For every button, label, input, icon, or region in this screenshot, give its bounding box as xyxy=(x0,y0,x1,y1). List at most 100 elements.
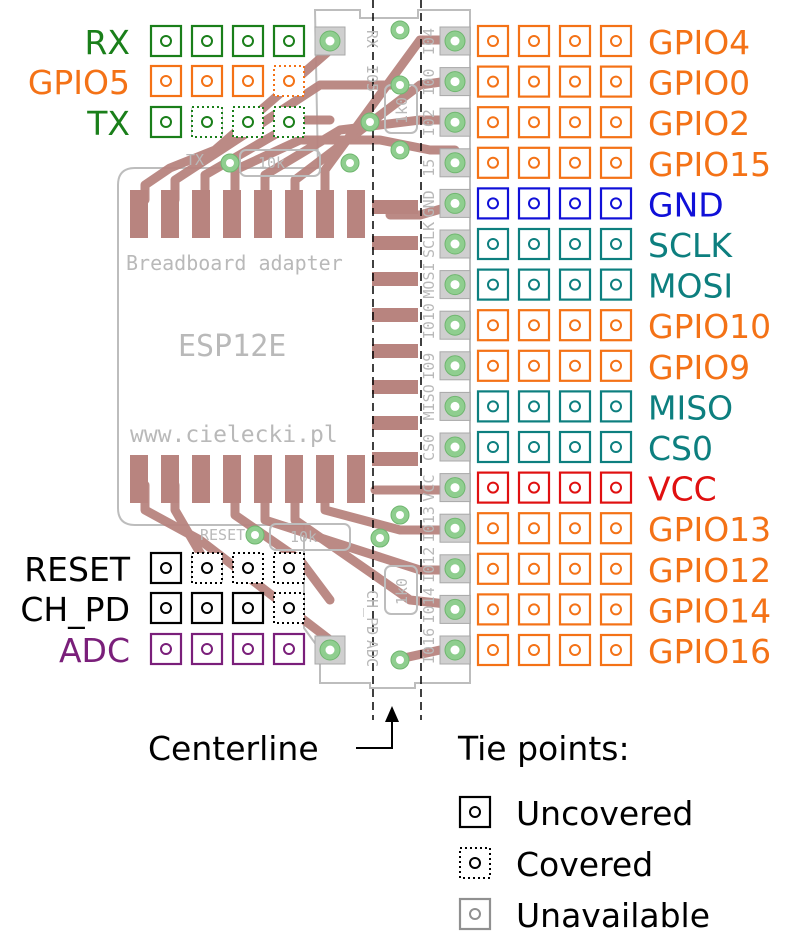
pin-silk-label: I010 xyxy=(420,303,438,339)
module-pad xyxy=(372,308,418,322)
tie-point xyxy=(191,106,223,138)
header-pin xyxy=(439,188,471,218)
pin-silk-label: I04 xyxy=(420,28,438,55)
pin-label: GPIO5 xyxy=(28,63,130,102)
tie-point xyxy=(599,106,633,139)
tie-point xyxy=(599,471,633,504)
right-header-pins xyxy=(439,26,471,665)
tie-point xyxy=(476,268,510,301)
silk-adc: ADC xyxy=(363,640,381,667)
tie-point xyxy=(599,552,633,585)
resistor-bottom-1 xyxy=(269,523,351,551)
trace xyxy=(200,115,335,205)
tie-point xyxy=(272,24,306,58)
tie-point xyxy=(558,390,592,423)
tie-point xyxy=(476,65,510,98)
pin-silk-label: MISO xyxy=(420,384,438,420)
via xyxy=(370,528,390,548)
tie-point xyxy=(231,591,265,625)
tie-point xyxy=(476,106,510,139)
pin-silk-label: I012 xyxy=(420,547,438,583)
pin-silk-label: I02 xyxy=(420,109,438,136)
header-pin xyxy=(439,351,471,381)
pin-silk-label: I09 xyxy=(420,353,438,380)
tie-point xyxy=(232,552,264,584)
module-pad xyxy=(192,455,210,503)
tie-point xyxy=(476,309,510,342)
header-pin xyxy=(439,148,471,178)
pin-silk-label: SCLK xyxy=(420,222,438,258)
tie-point xyxy=(273,65,305,97)
tie-point xyxy=(273,552,305,584)
pin-silk-label: CS0 xyxy=(420,434,438,461)
tie-point xyxy=(599,24,633,58)
right-pin-labels: GPIO4GPIO0GPIO2GPIO15GNDSCLKMOSIGPIO10GP… xyxy=(648,23,771,671)
tie-point xyxy=(458,795,492,829)
tie-point xyxy=(476,430,510,464)
tie-point xyxy=(599,390,633,423)
tie-point xyxy=(476,593,510,626)
tie-point xyxy=(273,106,305,138)
tie-point xyxy=(517,552,551,585)
via xyxy=(390,505,410,525)
tie-point xyxy=(558,552,592,585)
pin-label: GPIO14 xyxy=(648,591,771,630)
legend-item-label: Uncovered xyxy=(516,794,693,833)
tie-point xyxy=(517,24,551,58)
trace xyxy=(290,480,460,610)
pin-label: SCLK xyxy=(648,226,733,265)
tie-point xyxy=(599,268,633,301)
silk-chpd: CH_PD xyxy=(363,590,381,635)
trace xyxy=(230,480,335,605)
via xyxy=(390,75,410,95)
tie-point xyxy=(517,593,551,626)
tie-point xyxy=(599,187,633,220)
centerline-arrow xyxy=(356,710,393,749)
via xyxy=(390,650,410,670)
via xyxy=(220,153,240,173)
tie-point xyxy=(599,633,633,667)
silk-rx: RX xyxy=(363,30,381,48)
header-pin xyxy=(314,635,346,665)
tie-point xyxy=(517,430,551,464)
tie-point xyxy=(476,552,510,585)
via xyxy=(390,20,410,40)
tie-point xyxy=(149,64,183,98)
tie-point xyxy=(517,512,551,545)
silk-tx: TX xyxy=(186,151,204,169)
pin-silk-label: GND xyxy=(420,190,438,217)
resistor-label: 1k0 xyxy=(393,578,411,605)
vias xyxy=(220,20,410,670)
tie-point xyxy=(558,24,592,58)
tie-point xyxy=(517,187,551,220)
module-pad xyxy=(372,344,418,358)
tie-point xyxy=(517,390,551,423)
header-pin xyxy=(439,594,471,624)
header-pin xyxy=(439,554,471,584)
tie-point xyxy=(517,633,551,667)
tie-point xyxy=(476,146,510,179)
tie-point xyxy=(558,593,592,626)
resistor-bottom-2 xyxy=(384,565,418,615)
header-pin xyxy=(439,391,471,421)
tie-point xyxy=(558,187,592,220)
trace xyxy=(230,135,460,205)
tie-point xyxy=(476,471,510,504)
via xyxy=(340,153,360,173)
legend-item-label: Unavailable xyxy=(516,896,710,935)
tie-point xyxy=(558,633,592,667)
legend-item-label: Covered xyxy=(516,845,653,884)
silk-reset: RESET xyxy=(200,526,245,544)
tie-point xyxy=(476,512,510,545)
module-pad xyxy=(316,190,334,238)
header-pin xyxy=(439,107,471,137)
trace xyxy=(320,480,460,535)
silk-io5: I05 xyxy=(363,65,381,92)
pin-label: RESET xyxy=(24,550,131,589)
pin-label: MOSI xyxy=(648,267,733,306)
tie-point xyxy=(190,24,224,58)
tie-point xyxy=(517,309,551,342)
resistor-label: 10k xyxy=(258,154,285,172)
